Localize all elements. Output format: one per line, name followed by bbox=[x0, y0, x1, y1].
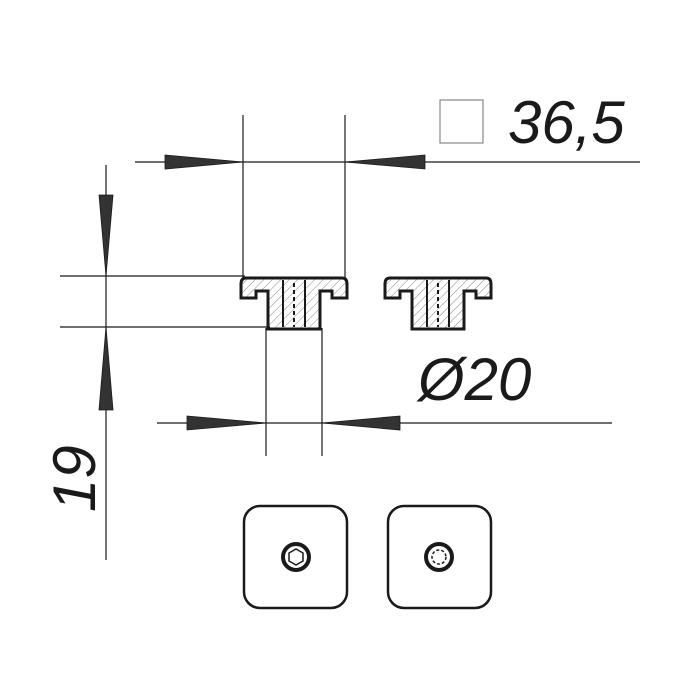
hex-socket-icon bbox=[281, 542, 311, 572]
diameter-label: Ø20 bbox=[416, 346, 531, 413]
arrow-up-icon bbox=[98, 326, 114, 411]
arrow-left-icon bbox=[321, 415, 401, 431]
square-icon bbox=[439, 99, 484, 144]
width-label: 36,5 bbox=[508, 89, 625, 156]
arrow-down-icon bbox=[98, 194, 114, 277]
part-section-2 bbox=[383, 276, 493, 331]
height-label: 19 bbox=[41, 445, 108, 512]
hex-socket-icon bbox=[424, 542, 454, 572]
part-top-view-1 bbox=[242, 504, 349, 610]
arrow-left-icon bbox=[344, 154, 426, 170]
part-top-view-2 bbox=[386, 504, 493, 610]
arrow-right-icon bbox=[164, 154, 244, 170]
arrow-right-icon bbox=[186, 415, 267, 431]
hex-icon bbox=[288, 548, 304, 566]
part-section-1 bbox=[239, 276, 349, 331]
socket-inner-icon bbox=[431, 549, 447, 565]
